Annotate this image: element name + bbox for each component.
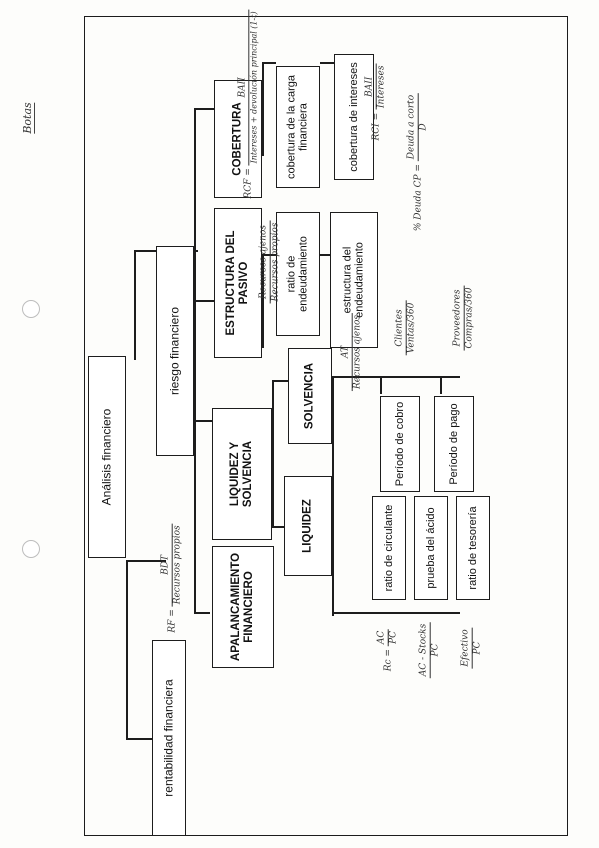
node-cobertura-de-intereses: cobertura de intereses xyxy=(334,54,374,180)
node-apalancamiento-financiero: APALANCAMIENTO FINANCIERO xyxy=(212,546,274,668)
connector xyxy=(262,62,276,64)
connector xyxy=(272,380,288,382)
connector xyxy=(320,62,334,64)
node-ratio-de-endeudamiento: ratio de endeudamiento xyxy=(276,212,320,336)
connector xyxy=(134,250,136,360)
connector xyxy=(440,376,442,394)
connector xyxy=(262,254,264,348)
connector xyxy=(194,108,196,612)
connector xyxy=(332,376,334,616)
punch-hole-bottom xyxy=(22,540,40,558)
connector xyxy=(272,380,274,526)
node-cobertura: COBERTURA xyxy=(214,80,262,198)
connector xyxy=(194,108,214,110)
node-estructura-del-endeudamiento: estructura del endeudamiento xyxy=(330,212,378,348)
connector xyxy=(194,612,210,614)
connector xyxy=(332,612,460,614)
node-estructura-del-pasivo: ESTRUCTURA DEL PASIVO xyxy=(214,208,262,358)
connector xyxy=(272,526,284,528)
connector xyxy=(126,560,166,562)
node-periodo-de-cobro: Período de cobro xyxy=(380,396,420,492)
node-analisis-financiero: Análisis financiero xyxy=(88,356,126,558)
node-periodo-de-pago: Período de pago xyxy=(434,396,474,492)
node-prueba-del-acido: prueba del ácido xyxy=(414,496,448,600)
page-frame xyxy=(84,16,568,836)
node-ratio-de-tesoreria: ratio de tesorería xyxy=(456,496,490,600)
connector xyxy=(194,300,214,302)
connector xyxy=(262,254,276,256)
node-ratio-de-circulante: ratio de circulante xyxy=(372,496,406,600)
signature: Botas xyxy=(21,102,35,134)
connector xyxy=(380,376,382,394)
connector xyxy=(320,254,330,256)
node-riesgo-financiero: riesgo financiero xyxy=(156,246,194,456)
connector xyxy=(126,738,152,740)
node-liquidez-y-solvencia: LIQUIDEZ Y SOLVENCIA xyxy=(212,408,272,540)
punch-hole-top xyxy=(22,300,40,318)
node-liquidez: LIQUIDEZ xyxy=(284,476,332,576)
connector xyxy=(126,560,128,740)
node-solvencia: SOLVENCIA xyxy=(288,348,332,444)
node-rentabilidad-financiera: rentabilidad financiera xyxy=(152,640,186,836)
connector xyxy=(332,376,460,378)
node-cobertura-carga-financiera: cobertura de la carga financiera xyxy=(276,66,320,188)
connector xyxy=(262,62,264,156)
